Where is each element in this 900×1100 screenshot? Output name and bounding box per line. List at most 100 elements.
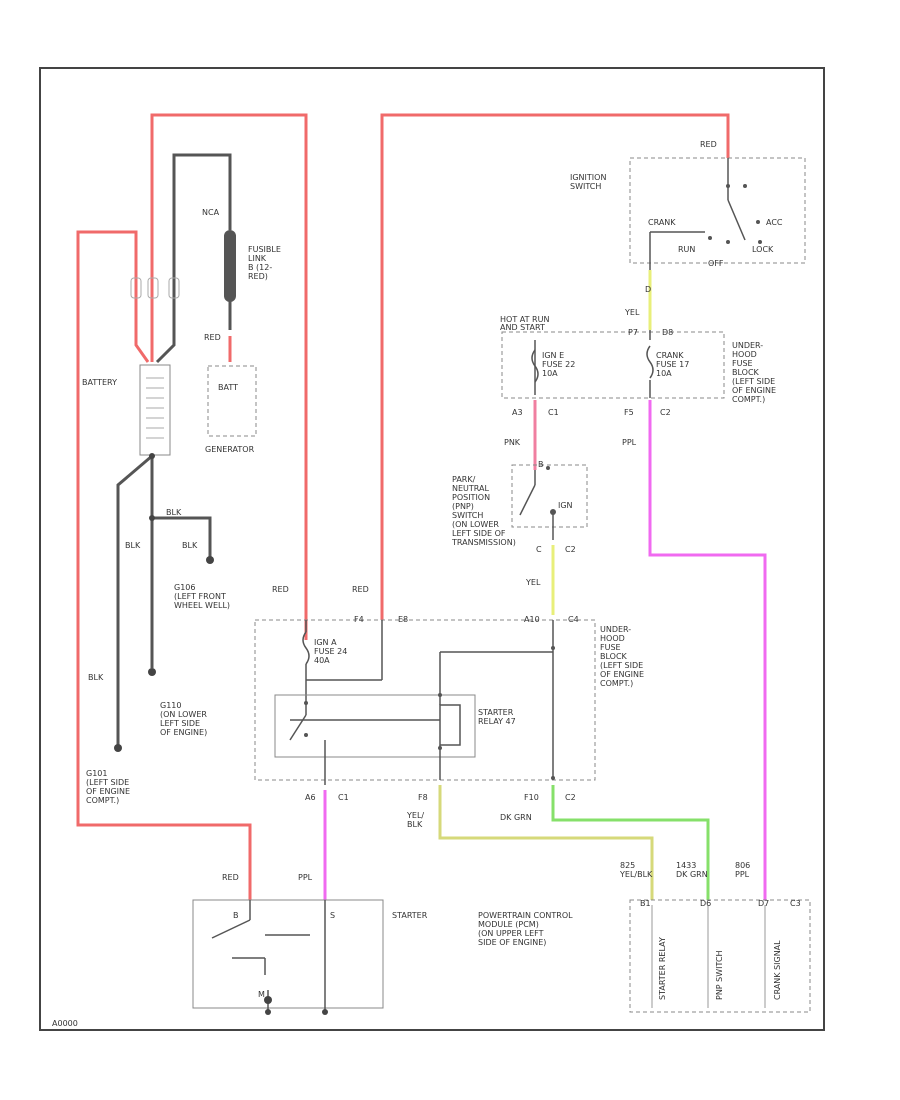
- label-ign: IGN: [558, 501, 573, 510]
- label-dk-grn: DK GRN: [500, 813, 532, 822]
- label-blk-4: BLK: [88, 673, 104, 682]
- label-yel-blk: YEL/BLK: [406, 811, 424, 829]
- label-yel-top: YEL: [624, 308, 640, 317]
- red-wire-to-ignition: [380, 113, 730, 620]
- battery: [139, 364, 171, 456]
- label-nca: NCA: [202, 208, 220, 217]
- label-c2-pnp: C2: [565, 545, 576, 554]
- label-c1b: C1: [338, 793, 349, 802]
- pcm-pin-d6: D6: [700, 899, 711, 908]
- label-blk-1: BLK: [166, 508, 182, 517]
- label-s: S: [330, 911, 335, 920]
- ignition-switch: [629, 157, 806, 264]
- label-a6: A6: [305, 793, 316, 802]
- label-f8: F8: [418, 793, 428, 802]
- fusible-link-element: [224, 230, 236, 302]
- blk-wire-fusible-link: [155, 153, 232, 364]
- cable-clips: [130, 277, 180, 299]
- label-battery: BATTERY: [82, 378, 117, 387]
- fuse-ign-a: [302, 620, 383, 700]
- label-off: OFF: [708, 259, 724, 268]
- dkgrn-wire-to-pcm: [551, 785, 710, 900]
- label-e8: E8: [398, 615, 408, 624]
- label-f4: F4: [354, 615, 364, 624]
- pcm-pin-d7: D7: [758, 899, 769, 908]
- red-wire-battery-to-fuse: [150, 113, 308, 640]
- underhood-fuse-block-top: [501, 331, 725, 399]
- ground-points: [114, 453, 214, 752]
- label-a10: A10: [524, 615, 540, 624]
- label-c1: C1: [548, 408, 559, 417]
- label-yel-mid: YEL: [525, 578, 541, 587]
- label-crank: CRANK: [648, 218, 676, 227]
- pcm-input-0: STARTER RELAY: [658, 937, 667, 1000]
- yelblk-wire-to-pcm: [438, 785, 654, 900]
- blk-wire-g101: [116, 454, 153, 745]
- label-b-pnp: B: [538, 460, 544, 469]
- label-ppl-starter: PPL: [298, 873, 313, 882]
- label-d: D: [645, 285, 651, 294]
- label-run: RUN: [678, 245, 695, 254]
- label-f5: F5: [624, 408, 634, 417]
- label-c4: C4: [568, 615, 579, 624]
- pcm-input-1: PNP SWITCH: [715, 950, 724, 1000]
- label-red-top-left: RED: [272, 585, 289, 594]
- pnp-switch: [511, 464, 588, 540]
- red-wires: [76, 113, 730, 900]
- label-batt: BATT: [218, 383, 238, 392]
- label-m: M: [258, 990, 265, 999]
- label-f10: F10: [524, 793, 539, 802]
- ground-g101: [114, 744, 122, 752]
- label-acc: ACC: [766, 218, 783, 227]
- fuse-ign-e: [531, 340, 539, 395]
- ground-g110: [148, 668, 156, 676]
- pcm-input-2: CRANK SIGNAL: [773, 940, 782, 1000]
- label-a3: A3: [512, 408, 523, 417]
- label-red-mid: RED: [352, 585, 369, 594]
- label-c-pnp: C: [536, 545, 542, 554]
- starter-relay: [274, 620, 555, 785]
- label-starter: STARTER: [392, 911, 428, 920]
- label-pnk: PNK: [504, 438, 521, 447]
- diagram-frame: [39, 67, 825, 1031]
- ground-g106: [206, 556, 214, 564]
- label-generator: GENERATOR: [205, 445, 255, 454]
- starter: [192, 899, 384, 1015]
- label-p7: P7: [628, 328, 638, 337]
- generator-box: [207, 365, 257, 437]
- pcm-pin-c3: C3: [790, 899, 801, 908]
- label-blk-2: BLK: [182, 541, 198, 550]
- label-corner-id: A0000: [52, 1019, 78, 1028]
- label-red-starter: RED: [222, 873, 239, 882]
- label-b-st: B: [233, 911, 239, 920]
- label-red-ign: RED: [700, 140, 717, 149]
- pcm-pin-b1: B1: [640, 899, 651, 908]
- label-lock: LOCK: [752, 245, 774, 254]
- pcm: [629, 899, 811, 1013]
- label-c2b: C2: [565, 793, 576, 802]
- label-d8: D8: [662, 328, 673, 337]
- blk-wire-g106: [152, 516, 212, 557]
- label-red-gen: RED: [204, 333, 221, 342]
- red-wire-to-starter: [76, 230, 252, 900]
- underhood-fuse-block-lower: [254, 619, 596, 781]
- label-ppl-right: PPL: [622, 438, 637, 447]
